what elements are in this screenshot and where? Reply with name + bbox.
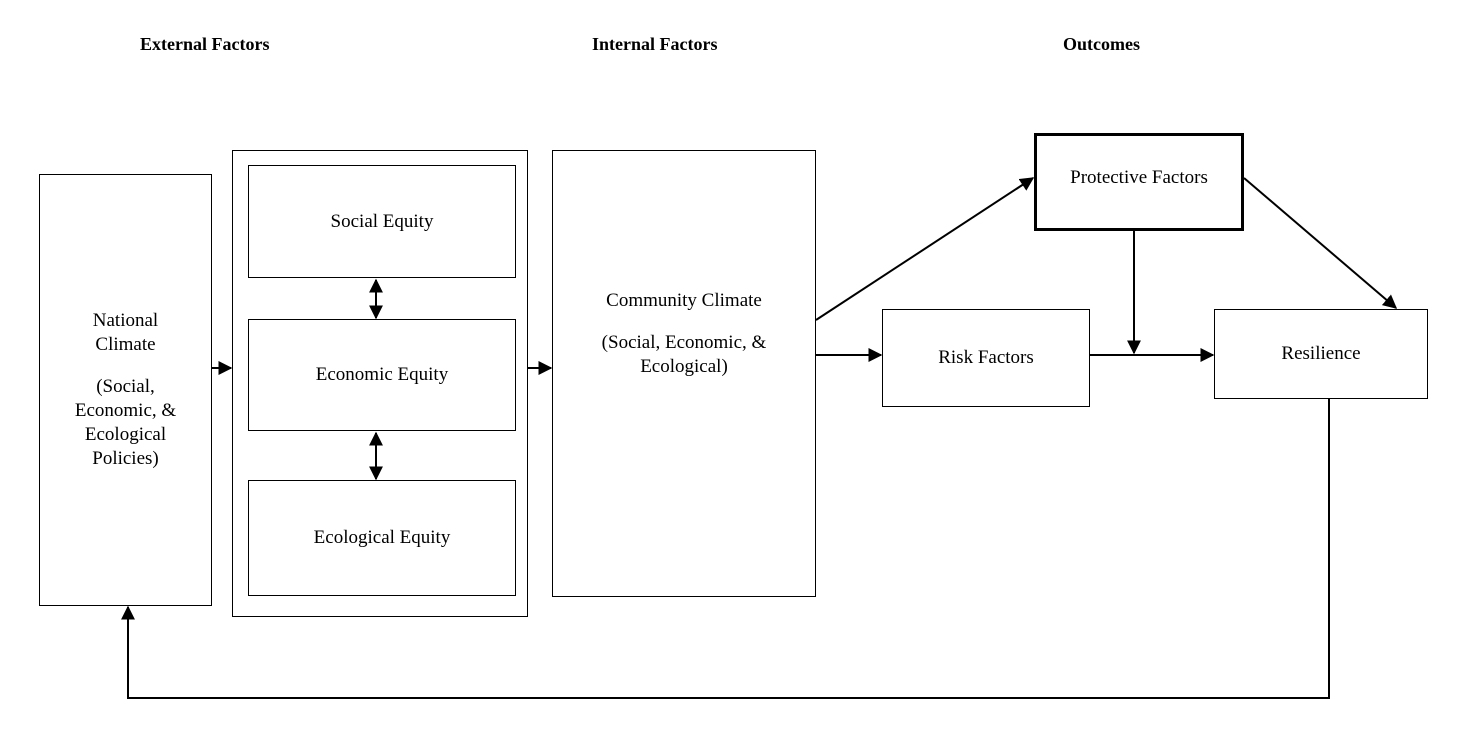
feedback-loop-resilience-to-national <box>121 399 1330 699</box>
national-climate-line6: Policies) <box>92 448 159 469</box>
risk-factors-label: Risk Factors <box>938 347 1034 368</box>
arrow-protective-to-resilience <box>1243 177 1398 309</box>
national-climate-line1: National <box>92 310 159 331</box>
social-equity-box: Social Equity <box>248 165 516 278</box>
national-climate-line2: Climate <box>95 334 156 355</box>
community-climate-line1: Community Climate <box>606 289 762 311</box>
national-climate-line4: Economic, & <box>74 400 177 421</box>
ecological-equity-label: Ecological Equity <box>313 527 451 548</box>
community-climate-line3: Ecological) <box>640 355 728 377</box>
header-external-factors: External Factors <box>140 34 270 54</box>
ecological-equity-box: Ecological Equity <box>248 480 516 596</box>
community-climate-line2: (Social, Economic, & <box>601 331 767 353</box>
resilience-box: Resilience <box>1214 309 1428 399</box>
equity-group-container <box>232 150 528 617</box>
economic-equity-box: Economic Equity <box>248 319 516 431</box>
protective-factors-box: Protective Factors <box>1034 133 1244 231</box>
national-climate-box: National Climate (Social, Economic, & Ec… <box>39 174 212 606</box>
header-outcomes: Outcomes <box>1063 34 1140 54</box>
arrow-community-to-protective <box>815 177 1035 321</box>
social-equity-label: Social Equity <box>330 210 434 232</box>
protective-factors-label: Protective Factors <box>1070 167 1208 188</box>
national-climate-line3: (Social, <box>96 376 155 397</box>
economic-equity-label: Economic Equity <box>315 364 449 385</box>
national-climate-line5: Ecological <box>84 424 167 445</box>
header-internal-factors: Internal Factors <box>592 34 718 54</box>
resilience-label: Resilience <box>1281 343 1361 364</box>
community-climate-box: Community Climate (Social, Economic, & E… <box>552 150 816 597</box>
risk-factors-box: Risk Factors <box>882 309 1090 407</box>
